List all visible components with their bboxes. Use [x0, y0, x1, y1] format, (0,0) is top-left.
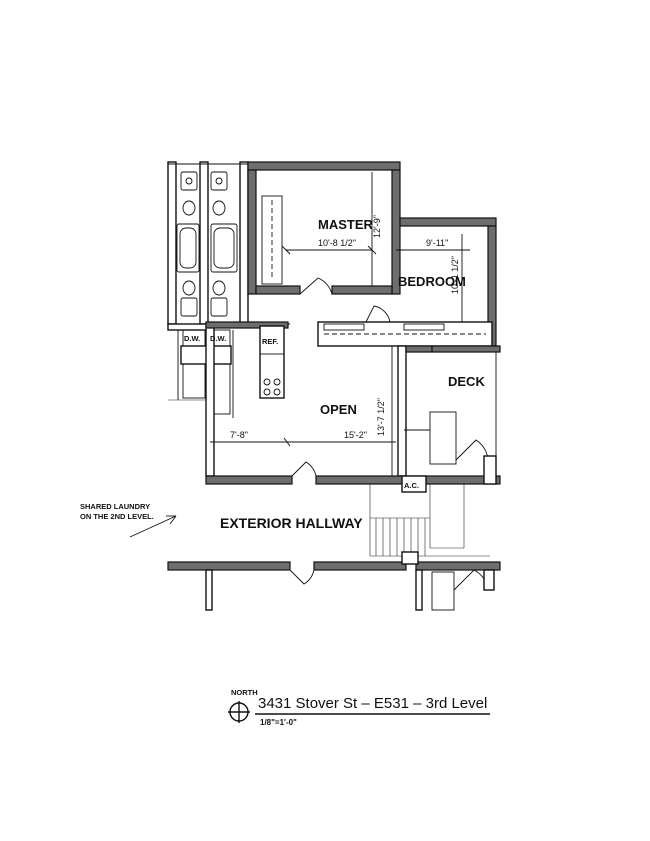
- neighbor-bathrooms: [167, 161, 290, 325]
- room-label-master: MASTER: [318, 217, 374, 232]
- fixture-ref: REF.: [262, 337, 278, 346]
- north-arrow-icon: [228, 701, 250, 723]
- door-swing-icon: [365, 305, 391, 323]
- dim-master-width: 10'-8 1/2": [318, 238, 356, 248]
- door-swing-icon: [291, 461, 317, 477]
- fixture-dw-2: D.W.: [210, 334, 226, 343]
- plan-scale: 1/8"=1'-0": [260, 718, 297, 727]
- dim-open-right: 15'-2": [344, 430, 367, 440]
- dim-bedroom-width: 9'-11": [426, 238, 448, 248]
- room-label-open: OPEN: [320, 402, 357, 417]
- fixture-dw-1: D.W.: [184, 334, 200, 343]
- room-label-deck: DECK: [448, 374, 485, 389]
- door-swing-icon: [289, 569, 315, 585]
- deck: [431, 345, 501, 485]
- room-label-exterior-hallway: EXTERIOR HALLWAY: [220, 515, 363, 531]
- title-block: NORTH 3431 Stover St – E531 – 3rd Level …: [228, 688, 490, 727]
- laundry-note-line2: ON THE 2ND LEVEL.: [80, 512, 154, 521]
- lower-units: [167, 551, 501, 611]
- plan-title: 3431 Stover St – E531 – 3rd Level: [258, 695, 487, 712]
- dim-bedroom-depth: 10'-1 1/2": [450, 256, 460, 294]
- north-label: NORTH: [231, 688, 258, 697]
- dim-master-depth: 12'-9": [372, 215, 382, 238]
- fixture-ac: A.C.: [404, 481, 419, 490]
- room-label-bedroom: BEDROOM: [398, 274, 466, 289]
- sink-icon: [180, 171, 228, 191]
- toilet-icon: [182, 200, 226, 296]
- bedroom: [317, 217, 497, 347]
- arrow-icon: [129, 515, 177, 538]
- laundry-note-line1: SHARED LAUNDRY: [80, 502, 150, 511]
- bathtub-icon: [176, 223, 238, 273]
- master-bedroom: [247, 161, 401, 295]
- door-swing-icon: [299, 277, 333, 295]
- dim-open-depth: 13'-7 1/2": [376, 398, 386, 436]
- neighbor-kitchens: [167, 323, 234, 477]
- dim-open-left: 7'-8": [230, 430, 248, 440]
- stairs: [369, 484, 490, 557]
